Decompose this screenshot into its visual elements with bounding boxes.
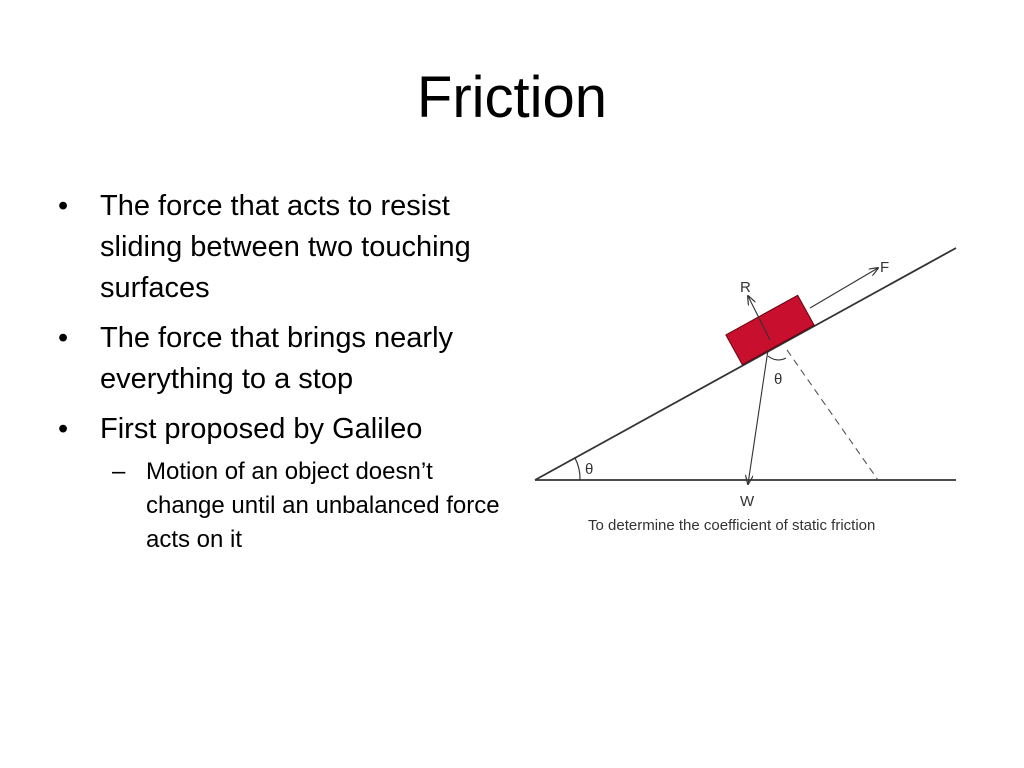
diagram-caption: To determine the coefficient of static f… bbox=[588, 517, 875, 534]
bullet-text: The force that acts to resist sliding be… bbox=[100, 190, 471, 304]
bullet-item: • First proposed by Galileo bbox=[52, 409, 502, 450]
block-angle-arc bbox=[767, 355, 787, 361]
bullet-marker: • bbox=[58, 190, 69, 222]
label-r: R bbox=[740, 279, 751, 296]
bullet-text: The force that brings nearly everything … bbox=[100, 322, 454, 395]
sub-bullet-marker: – bbox=[112, 458, 126, 485]
dashed-normal-line bbox=[786, 349, 879, 481]
bullet-item: • The force that acts to resist sliding … bbox=[52, 186, 502, 309]
sub-bullet-item: – Motion of an object doesn’t change unt… bbox=[98, 455, 502, 557]
bullet-marker: • bbox=[58, 322, 69, 354]
sub-bullet-text: Motion of an object doesn’t change until… bbox=[146, 458, 500, 553]
friction-arrow bbox=[809, 268, 878, 309]
theta-base-label: θ bbox=[585, 461, 593, 478]
slide-title: Friction bbox=[416, 65, 608, 130]
block bbox=[725, 294, 815, 366]
label-w: W bbox=[740, 493, 755, 510]
incline-line bbox=[534, 247, 957, 481]
bullet-text: First proposed by Galileo bbox=[100, 413, 423, 445]
bullet-item: • The force that brings nearly everythin… bbox=[52, 318, 502, 400]
bullet-marker: • bbox=[58, 413, 69, 445]
weight-arrow bbox=[748, 349, 769, 484]
theta-block-label: θ bbox=[774, 371, 782, 388]
bullet-list: • The force that acts to resist sliding … bbox=[52, 186, 502, 557]
reaction-arrow bbox=[748, 296, 771, 341]
base-angle-arc bbox=[574, 457, 581, 481]
label-f: F bbox=[880, 259, 889, 276]
